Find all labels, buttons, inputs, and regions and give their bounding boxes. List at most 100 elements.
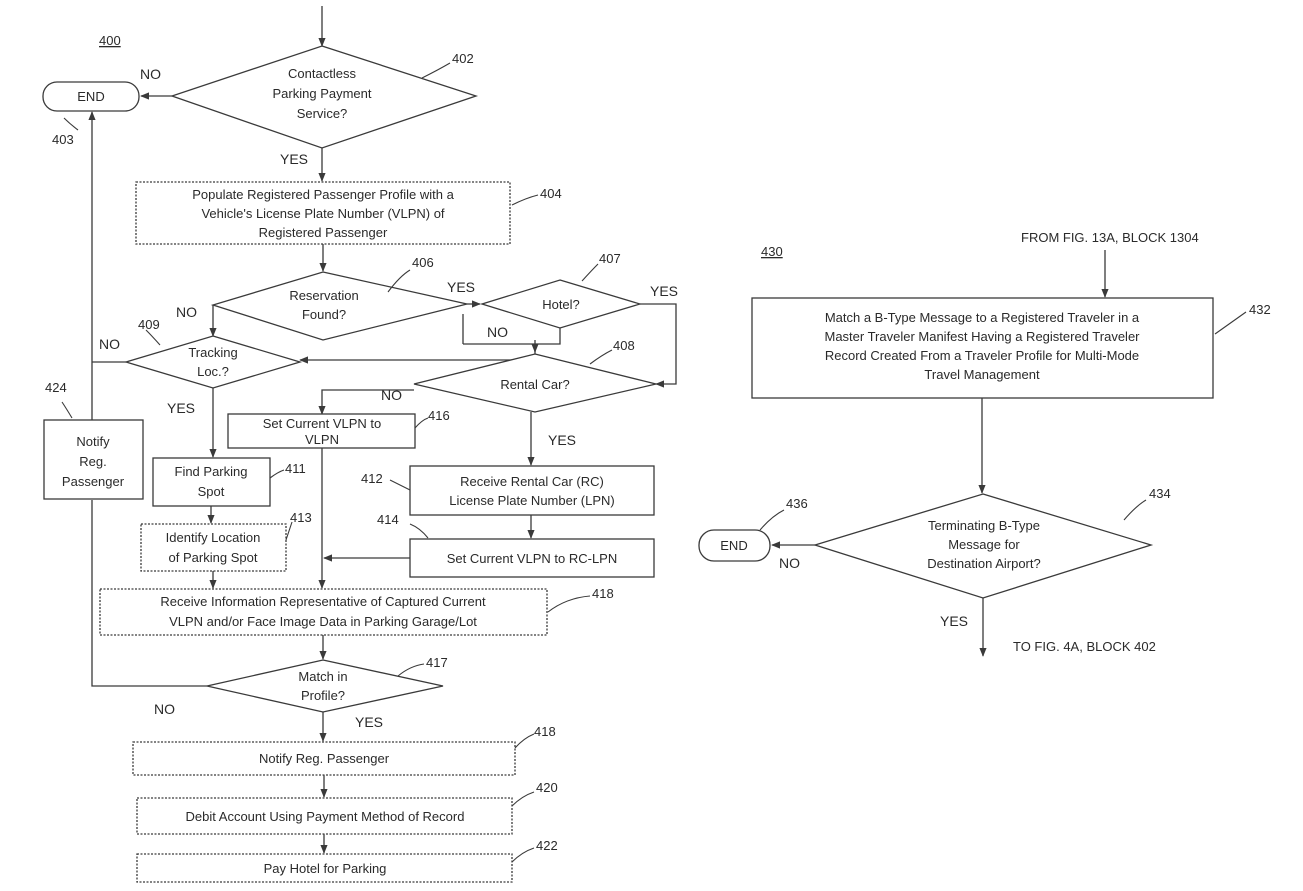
ref-414-leader: [410, 524, 428, 538]
process-411-text-2: Spot: [198, 484, 225, 499]
ref-416: 416: [428, 408, 450, 423]
label-409-yes: YES: [167, 400, 195, 416]
end-terminal-left-text: END: [77, 89, 104, 104]
ref-407: 407: [599, 251, 621, 266]
decision-408: Rental Car?: [414, 354, 656, 412]
ref-406: 406: [412, 255, 434, 270]
decision-417-text-1: Match in: [298, 669, 347, 684]
label-406-yes: YES: [447, 279, 475, 295]
label-407-yes: YES: [650, 283, 678, 299]
ref-402-leader: [422, 63, 450, 78]
ref-408: 408: [613, 338, 635, 353]
line-407-no: [463, 328, 560, 344]
figure-430-label: 430: [761, 244, 783, 259]
process-424-text-1: Notify: [76, 434, 110, 449]
label-407-no: NO: [487, 324, 508, 340]
ref-418a-leader: [548, 596, 590, 612]
ref-418b-leader: [515, 734, 534, 748]
label-417-yes: YES: [355, 714, 383, 730]
process-432-text-1: Match a B-Type Message to a Registered T…: [825, 310, 1140, 325]
decision-408-text: Rental Car?: [500, 377, 569, 392]
ref-424-leader: [62, 402, 72, 418]
decision-409-text-1: Tracking: [188, 345, 237, 360]
ref-422: 422: [536, 838, 558, 853]
process-432-text-2: Master Traveler Manifest Having a Regist…: [824, 329, 1140, 344]
to-reference: TO FIG. 4A, BLOCK 402: [1013, 639, 1156, 654]
process-414: Set Current VLPN to RC-LPN: [410, 539, 654, 577]
decision-406: Reservation Found?: [213, 272, 467, 340]
process-416-text-1: Set Current VLPN to: [263, 416, 382, 431]
ref-418a: 418: [592, 586, 614, 601]
process-413-text-1: Identify Location: [166, 530, 261, 545]
process-412: Receive Rental Car (RC) License Plate Nu…: [410, 466, 654, 515]
ref-434-leader: [1124, 500, 1146, 520]
process-418a-text-1: Receive Information Representative of Ca…: [160, 594, 486, 609]
ref-403: 403: [52, 132, 74, 147]
process-411-text-1: Find Parking: [175, 464, 248, 479]
ref-413: 413: [290, 510, 312, 525]
decision-434: Terminating B-Type Message for Destinati…: [815, 494, 1151, 598]
process-418a: Receive Information Representative of Ca…: [100, 589, 547, 635]
ref-417-leader: [398, 664, 424, 676]
process-416: Set Current VLPN to VLPN: [228, 414, 415, 448]
process-422-text: Pay Hotel for Parking: [264, 861, 387, 876]
ref-403-leader: [64, 118, 78, 130]
decision-406-text-1: Reservation: [289, 288, 358, 303]
end-terminal-right-text: END: [720, 538, 747, 553]
decision-406-text-2: Found?: [302, 307, 346, 322]
ref-432-leader: [1215, 312, 1246, 334]
ref-422-leader: [512, 848, 534, 862]
process-404-text-1: Populate Registered Passenger Profile wi…: [192, 187, 454, 202]
process-413-text-2: of Parking Spot: [169, 550, 258, 565]
label-417-no: NO: [154, 701, 175, 717]
ref-409: 409: [138, 317, 160, 332]
process-432: Match a B-Type Message to a Registered T…: [752, 298, 1213, 398]
process-424: Notify Reg. Passenger: [44, 420, 143, 499]
process-422: Pay Hotel for Parking: [137, 854, 512, 882]
decision-409: Tracking Loc.?: [126, 336, 300, 388]
process-416-text-2: VLPN: [305, 432, 339, 447]
ref-420-leader: [512, 792, 534, 806]
from-reference: FROM FIG. 13A, BLOCK 1304: [1021, 230, 1199, 245]
process-418b: Notify Reg. Passenger: [133, 742, 515, 775]
process-414-text: Set Current VLPN to RC-LPN: [447, 551, 618, 566]
label-434-no: NO: [779, 555, 800, 571]
ref-417: 417: [426, 655, 448, 670]
decision-402-text-3: Service?: [297, 106, 348, 121]
process-420-text: Debit Account Using Payment Method of Re…: [186, 809, 465, 824]
label-406-no: NO: [176, 304, 197, 320]
process-418a-text-2: VLPN and/or Face Image Data in Parking G…: [169, 614, 477, 629]
ref-411: 411: [285, 461, 306, 476]
process-412-text-2: License Plate Number (LPN): [449, 493, 614, 508]
ref-434: 434: [1149, 486, 1171, 501]
end-terminal-right: END: [699, 530, 770, 561]
ref-436-leader: [760, 510, 784, 530]
arrow-407-yes-to-408: [640, 304, 676, 384]
arrow-no-to-409: [300, 344, 535, 360]
decision-407: Hotel?: [482, 280, 640, 328]
ref-402: 402: [452, 51, 474, 66]
process-424-text-3: Passenger: [62, 474, 125, 489]
ref-409-leader: [146, 330, 160, 345]
ref-412: 412: [361, 471, 383, 486]
end-terminal-left: END: [43, 82, 139, 111]
label-402-yes: YES: [280, 151, 308, 167]
ref-424: 424: [45, 380, 67, 395]
decision-402-text-2: Parking Payment: [273, 86, 372, 101]
ref-414: 414: [377, 512, 399, 527]
process-432-text-4: Travel Management: [924, 367, 1040, 382]
process-412-text-1: Receive Rental Car (RC): [460, 474, 604, 489]
process-418b-text: Notify Reg. Passenger: [259, 751, 390, 766]
process-411: Find Parking Spot: [153, 458, 270, 506]
decision-434-text-1: Terminating B-Type: [928, 518, 1040, 533]
decision-417: Match in Profile?: [207, 660, 443, 712]
decision-434-text-2: Message for: [948, 537, 1020, 552]
ref-404-leader: [512, 195, 538, 205]
process-420: Debit Account Using Payment Method of Re…: [137, 798, 512, 834]
ref-408-leader: [590, 350, 612, 364]
label-409-no: NO: [99, 336, 120, 352]
ref-416-leader: [415, 418, 428, 428]
ref-436: 436: [786, 496, 808, 511]
decision-407-text: Hotel?: [542, 297, 580, 312]
